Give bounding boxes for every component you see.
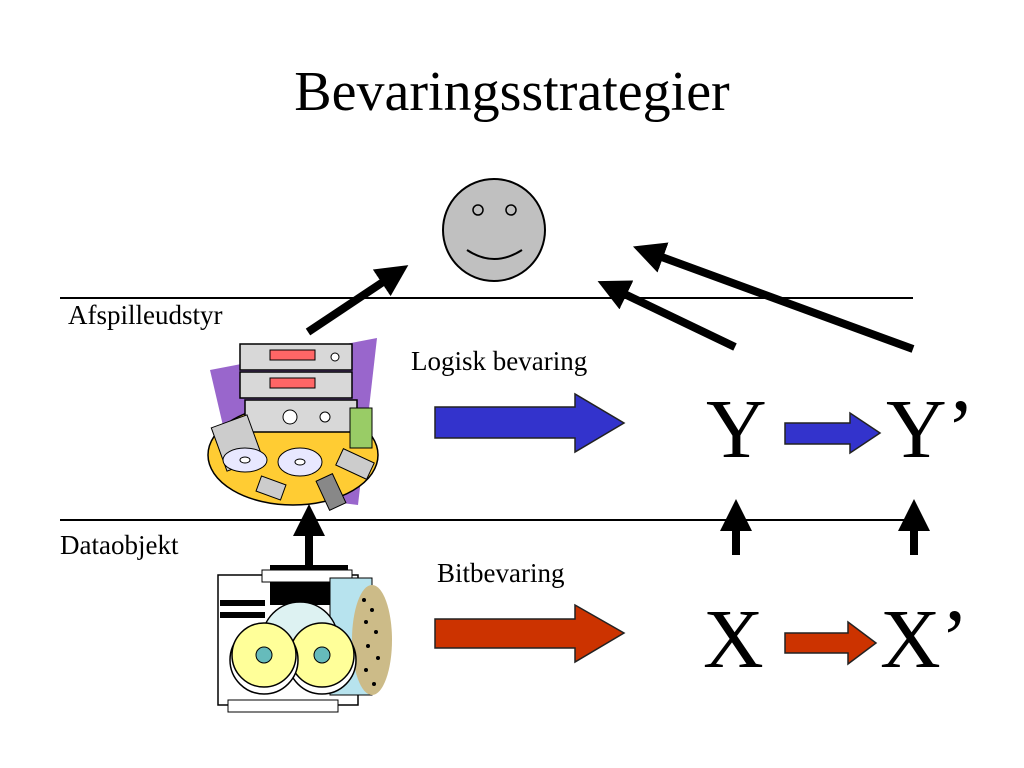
arrow-yprime-to-user (632, 242, 915, 353)
symbol-y: Y (706, 383, 767, 476)
logical-preservation-arrow (434, 392, 626, 454)
symbol-x-prime: X’ (880, 593, 969, 686)
y-transform-arrow (784, 411, 882, 455)
smiley-face-icon (442, 178, 546, 282)
arrow-equipment-to-user (305, 265, 409, 336)
x-transform-arrow (784, 620, 878, 666)
symbol-y-prime: Y’ (886, 383, 975, 476)
arrow-y-to-user (597, 280, 737, 351)
symbol-x: X (703, 593, 764, 686)
data-object-label: Dataobjekt (60, 530, 179, 560)
playback-equipment-clipart (207, 338, 379, 511)
playback-equipment-label: Afspilleudstyr (68, 300, 223, 330)
page-title: Bevaringsstrategier (294, 61, 730, 123)
data-discs-clipart (217, 565, 392, 713)
bit-preservation-label: Bitbevaring (437, 558, 565, 588)
logical-preservation-label: Logisk bevaring (411, 346, 588, 376)
bit-preservation-arrow (434, 603, 626, 664)
